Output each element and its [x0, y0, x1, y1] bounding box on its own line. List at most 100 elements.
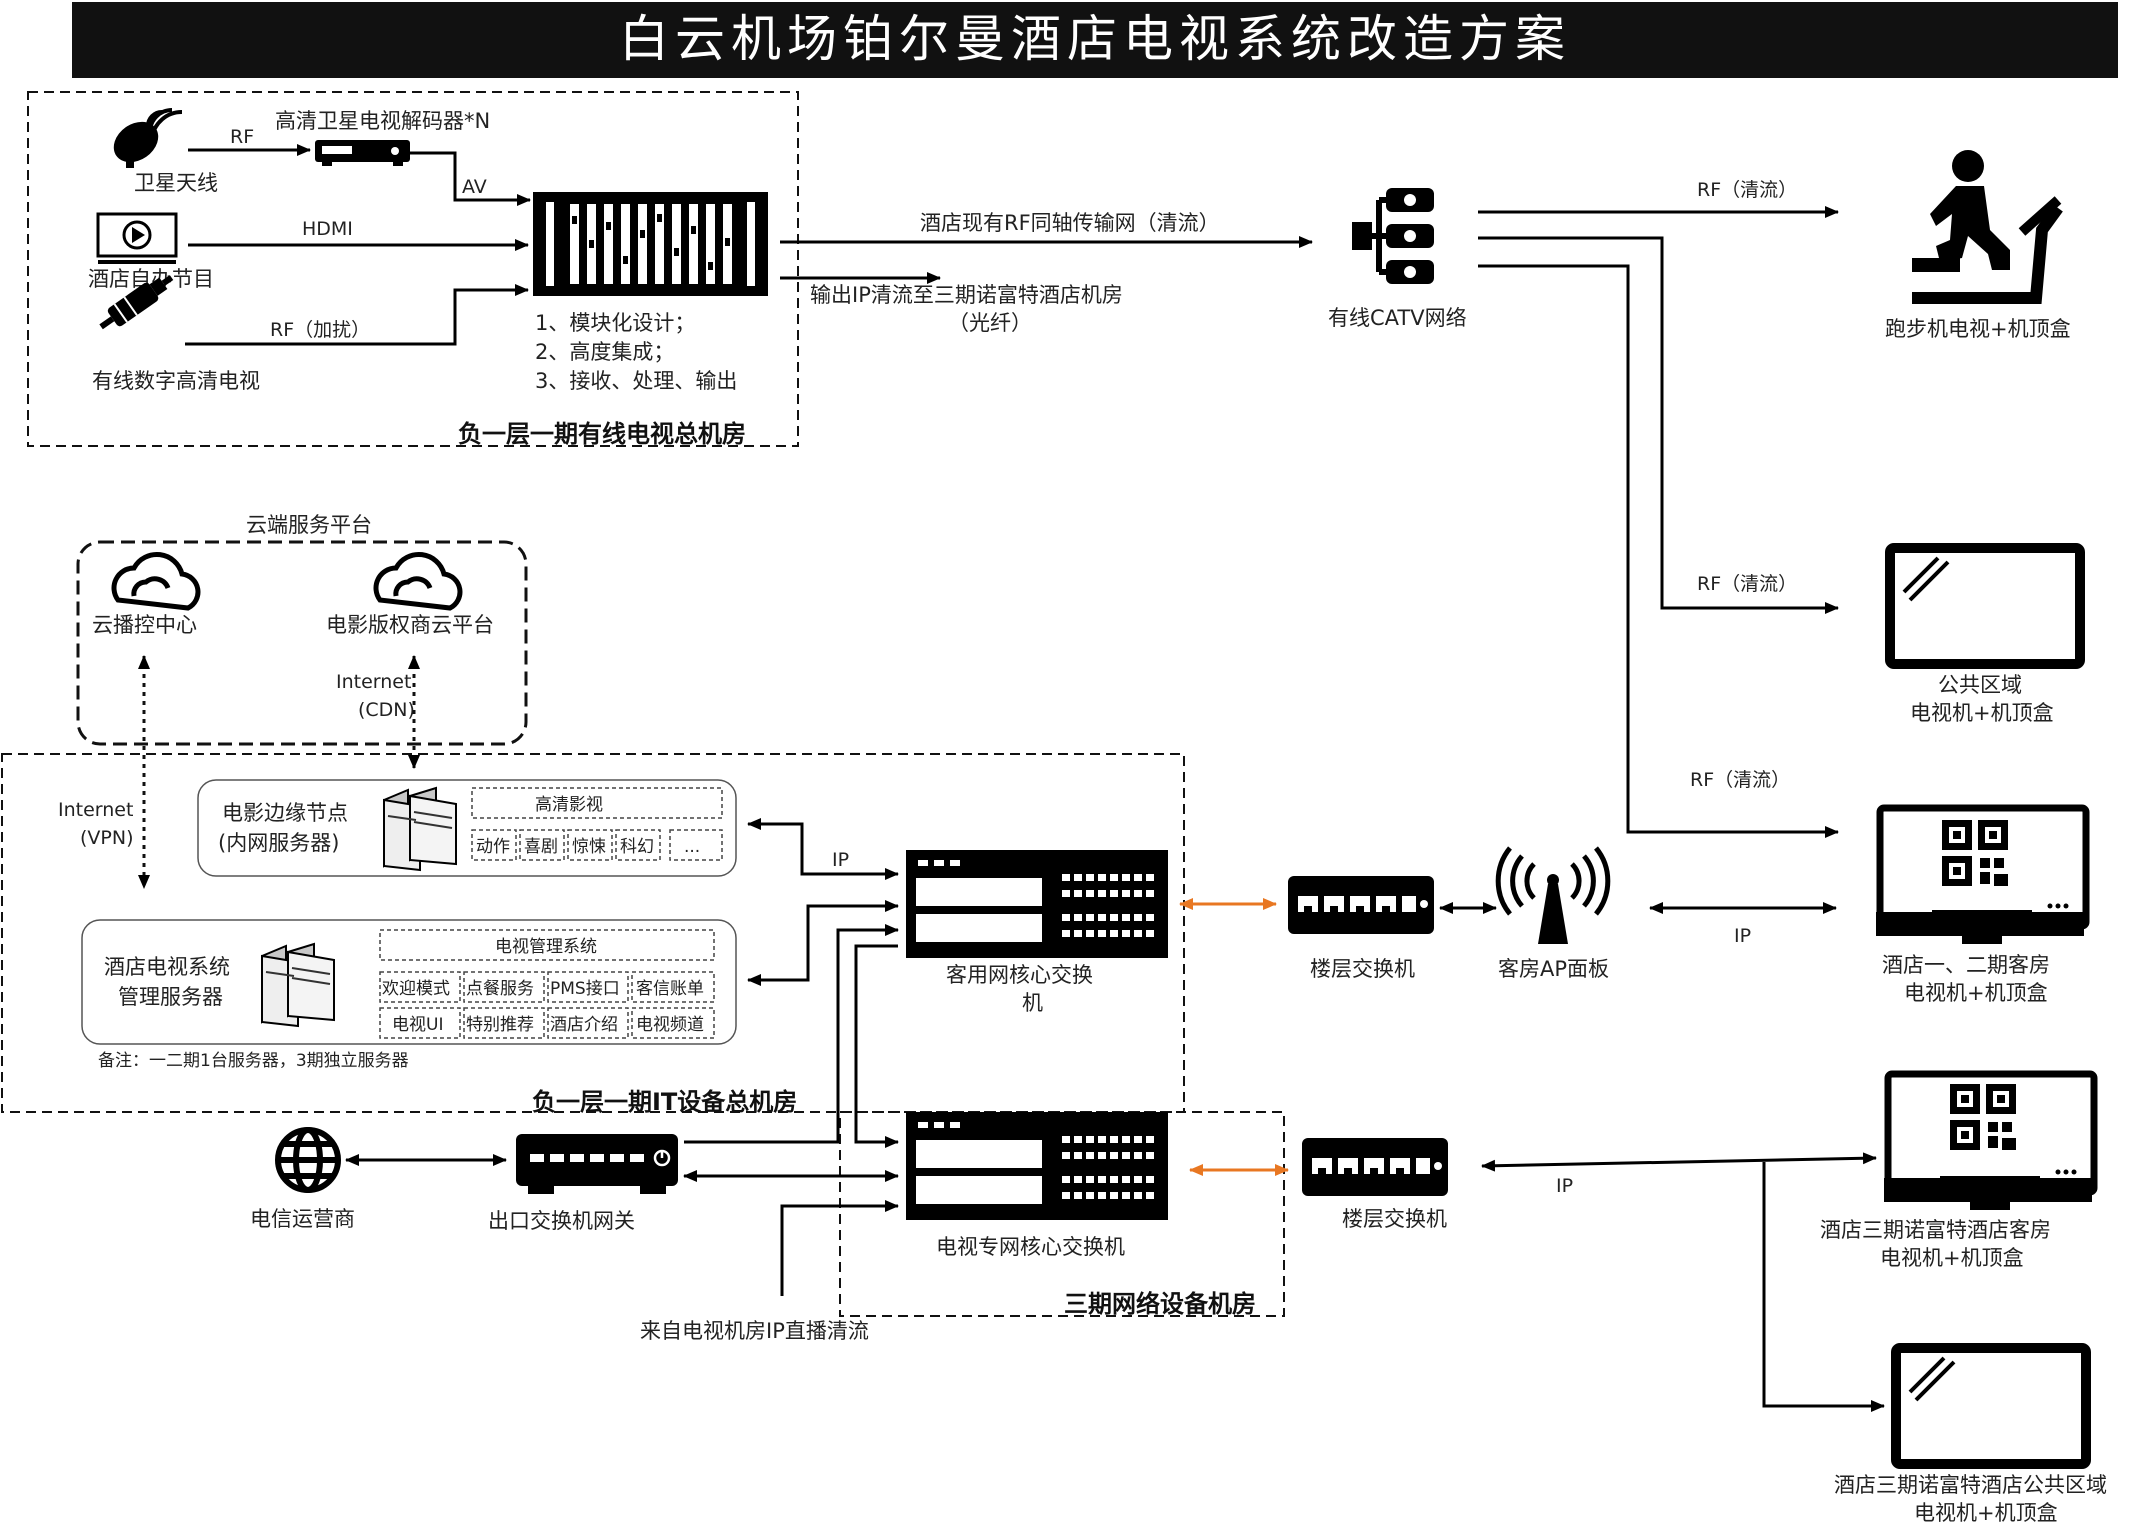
- it-room-box: [1, 753, 1185, 1113]
- movie-cloud-label: 电影版权商云平台: [326, 613, 494, 637]
- catv-room-label: 负一层一期有线电视总机房: [458, 420, 746, 448]
- floor-switch-icon: [1288, 876, 1434, 934]
- decoder-icon: [315, 140, 410, 166]
- treadmill-label: 跑步机电视+机顶盒: [1885, 317, 2071, 341]
- guest-core-label-1: 客用网核心交换: [946, 963, 1093, 987]
- headend-feature-2: 2、高度集成；: [535, 340, 674, 364]
- cable-to-headend-line: [185, 284, 529, 346]
- floor-switch-label: 楼层交换机: [1310, 957, 1415, 981]
- internet-vpn-label-2: (VPN): [80, 827, 134, 849]
- edge-node-name-2: (内网服务器): [218, 831, 339, 855]
- genre-action: 动作: [476, 837, 510, 857]
- headend-feature-1: 1、模块化设计；: [535, 311, 695, 335]
- mgmt-featured: 特别推荐: [466, 1015, 534, 1035]
- tv-icon-public3: [1891, 1343, 2091, 1469]
- mgmt-name-2: 管理服务器: [118, 985, 223, 1009]
- catv-to-room12-line: [1478, 264, 1839, 838]
- media-player-icon: [96, 212, 178, 264]
- cloud-icon-movie: [373, 551, 463, 611]
- cloud-platform-label: 云端服务平台: [246, 513, 372, 537]
- rf-scrambled-label: RF（加扰）: [270, 319, 370, 341]
- treadmill-icon: [1912, 150, 2063, 304]
- internet-vpn-label-1: Internet: [58, 799, 133, 821]
- mgmt-ordering: 点餐服务: [466, 979, 534, 999]
- tv-icon-public: [1885, 543, 2085, 669]
- floor-switch-icon-2: [1302, 1138, 1448, 1196]
- server-icon-edge: [383, 786, 457, 872]
- mgmt-name-1: 酒店电视系统: [104, 955, 230, 979]
- catv-to-public-line: [1478, 236, 1839, 614]
- floor2-to-room3-link: [1481, 1152, 1877, 1172]
- cable-connector-icon: [99, 275, 174, 330]
- headend-feature-3: 3、接收、处理、输出: [535, 369, 737, 393]
- server-icon-mgmt: [261, 942, 335, 1028]
- rf-clear-label-3: RF（清流）: [1690, 769, 1790, 791]
- av-label: AV: [462, 176, 487, 198]
- cloud-icon-broadcast: [111, 551, 201, 611]
- satellite-label: 卫星天线: [134, 171, 218, 195]
- guest-core-switch-icon: [906, 850, 1168, 958]
- edge-to-core-link: [747, 818, 899, 880]
- genre-comedy: 喜剧: [524, 837, 558, 857]
- catv-room-box: [27, 91, 799, 447]
- it-room-label: 负一层一期IT设备总机房: [532, 1088, 797, 1116]
- egress-label: 出口交换机网关: [488, 1209, 635, 1233]
- genre-more: ...: [684, 837, 700, 857]
- cable-digital-label: 有线数字高清电视: [92, 369, 260, 393]
- satellite-dish-icon: [113, 108, 183, 168]
- room3-label-2: 电视机+机顶盒: [1880, 1246, 2024, 1270]
- guest-to-tv-core-link: [854, 944, 899, 1148]
- ip-out-label-2: （光纤）: [948, 311, 1032, 335]
- rf-coax-label: 酒店现有RF同轴传输网（清流）: [920, 211, 1220, 235]
- mgmt-welcome: 欢迎模式: [382, 979, 450, 999]
- public3-label-1: 酒店三期诺富特酒店公共区域: [1834, 1473, 2107, 1497]
- phase3-room-label: 三期网络设备机房: [1064, 1290, 1256, 1318]
- public-label-2: 电视机+机顶盒: [1910, 701, 2054, 725]
- room3-label-1: 酒店三期诺富特酒店客房: [1820, 1218, 2051, 1242]
- title-bar: 白云机场铂尔曼酒店电视系统改造方案: [72, 2, 2118, 78]
- iptv-source-link: [780, 1200, 899, 1296]
- floor2-to-public3-link: [1762, 1162, 1885, 1412]
- decoder-to-headend-line: [410, 151, 531, 206]
- phase3-room-box: [839, 1111, 1285, 1317]
- internet-cdn-label-2: (CDN): [358, 699, 415, 721]
- ip-label-floor2: IP: [1556, 1175, 1573, 1197]
- wifi-ap-icon: [1495, 846, 1611, 944]
- gateway-router-icon: [516, 1134, 678, 1194]
- rf-clear-label-2: RF（清流）: [1697, 573, 1797, 595]
- ip-out-label-1: 输出IP清流至三期诺富特酒店机房: [810, 283, 1123, 307]
- gateway-to-guest-core-link: [684, 924, 899, 1144]
- tv-core-label: 电视专网核心交换机: [936, 1235, 1125, 1259]
- edge-node-name-1: 电影边缘节点: [222, 801, 348, 825]
- mgmt-tvui: 电视UI: [392, 1015, 443, 1035]
- ip-label-ap: IP: [1734, 925, 1751, 947]
- ap-panel-label: 客房AP面板: [1498, 957, 1609, 981]
- mgmt-bill: 客信账单: [636, 979, 704, 999]
- mgmt-note: 备注：一二期1台服务器，3期独立服务器: [98, 1051, 409, 1071]
- iptv-source-label: 来自电视机房IP直播清流: [640, 1319, 869, 1343]
- ip-label-edge: IP: [832, 849, 849, 871]
- genre-thriller: 惊悚: [572, 837, 606, 857]
- tv-qr-icon-room3: [1884, 1070, 2098, 1210]
- network-tree-icon: [1352, 188, 1434, 284]
- room12-label-1: 酒店一、二期客房: [1882, 953, 2050, 977]
- globe-icon: [275, 1127, 341, 1193]
- headend-rack-icon: [533, 192, 768, 296]
- mgmt-to-core-link: [747, 900, 899, 986]
- decoder-label: 高清卫星电视解码器*N: [275, 109, 490, 133]
- cloud-platform-box: [76, 540, 528, 746]
- public-label-1: 公共区域: [1938, 673, 2022, 697]
- edge-category: 高清影视: [535, 795, 603, 815]
- rf-label-1: RF: [230, 126, 254, 148]
- floor-switch-label-2: 楼层交换机: [1342, 1207, 1447, 1231]
- mgmt-system: 电视管理系统: [495, 937, 597, 957]
- tv-core-switch-icon: [906, 1112, 1168, 1220]
- mgmt-hotel-intro: 酒店介绍: [550, 1015, 618, 1035]
- mgmt-pms: PMS接口: [550, 979, 620, 999]
- internet-cdn-label-1: Internet: [336, 671, 411, 693]
- hdmi-label: HDMI: [302, 218, 353, 240]
- tv-qr-icon-room12: [1876, 804, 2090, 944]
- broadcast-center-label: 云播控中心: [92, 613, 197, 637]
- room12-label-2: 电视机+机顶盒: [1904, 981, 2048, 1005]
